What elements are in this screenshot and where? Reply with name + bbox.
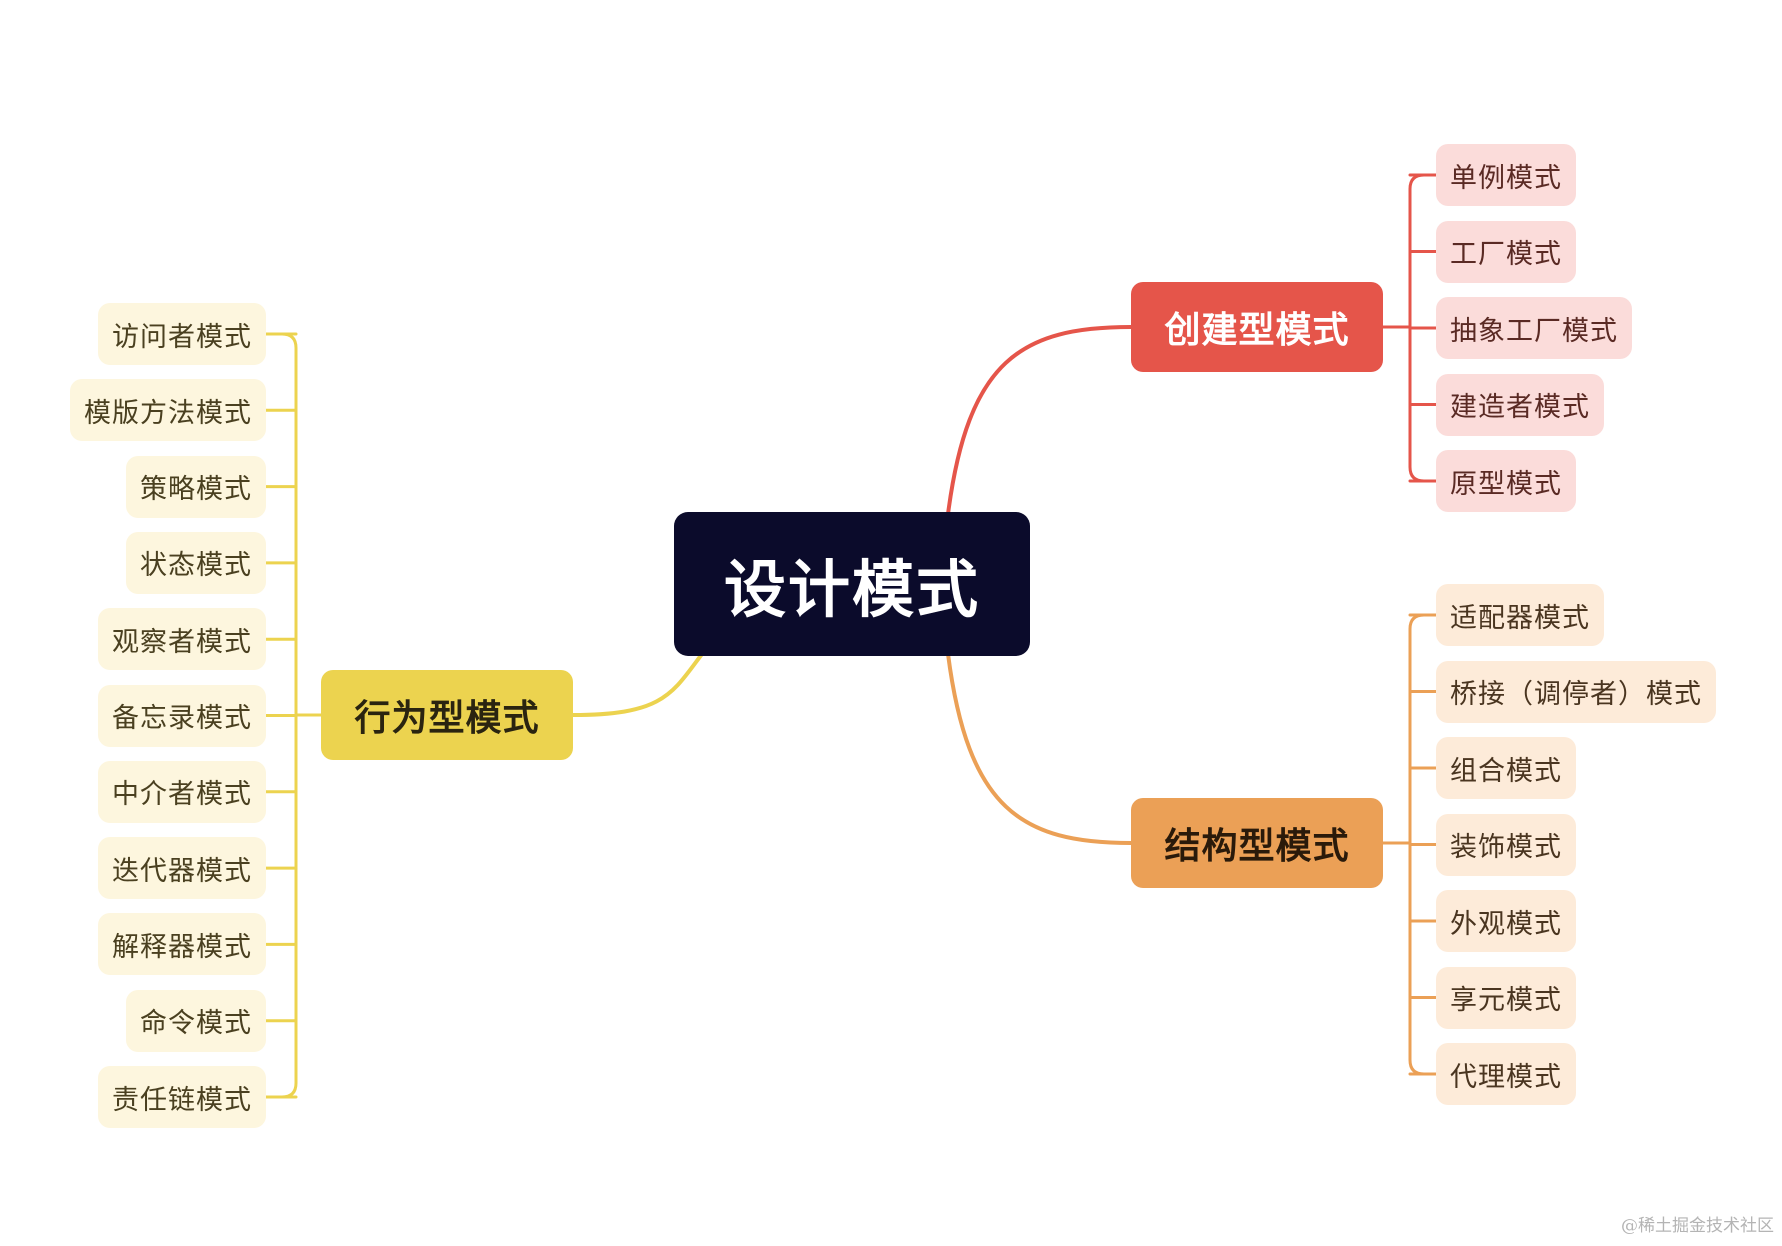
leaf-node[interactable]: 代理模式: [1436, 1043, 1576, 1105]
leaf-node[interactable]: 状态模式: [126, 531, 266, 594]
leaf-node[interactable]: 策略模式: [126, 455, 266, 518]
leaf-node[interactable]: 访问者模式: [98, 303, 266, 365]
leaf-node[interactable]: 模版方法模式: [70, 379, 266, 442]
leaf-node[interactable]: 原型模式: [1436, 450, 1576, 512]
branch-node-creational[interactable]: 创建型模式: [1131, 282, 1383, 372]
leaf-node[interactable]: 工厂模式: [1436, 220, 1576, 283]
root-node[interactable]: 设计模式: [674, 512, 1030, 656]
watermark: @稀土掘金技术社区: [1621, 1216, 1774, 1236]
leaf-node[interactable]: 责任链模式: [98, 1066, 266, 1128]
leaf-node[interactable]: 桥接（调停者）模式: [1436, 660, 1716, 723]
branch-node-behavioral[interactable]: 行为型模式: [321, 670, 573, 760]
leaf-node[interactable]: 命令模式: [126, 989, 266, 1052]
leaf-node[interactable]: 观察者模式: [98, 608, 266, 671]
leaf-node[interactable]: 组合模式: [1436, 737, 1576, 799]
connector-root-behavioral: [571, 652, 704, 717]
leaf-node[interactable]: 解释器模式: [98, 913, 266, 976]
leaf-node[interactable]: 备忘录模式: [98, 684, 266, 747]
leaf-node[interactable]: 建造者模式: [1436, 373, 1604, 436]
leaf-node[interactable]: 单例模式: [1436, 144, 1576, 206]
connector-root-structural: [946, 652, 1133, 845]
leaf-node[interactable]: 外观模式: [1436, 890, 1576, 952]
leaf-node[interactable]: 中介者模式: [98, 760, 266, 823]
leaf-node[interactable]: 享元模式: [1436, 966, 1576, 1029]
connector-root-creational: [946, 325, 1133, 516]
leaf-node[interactable]: 抽象工厂模式: [1436, 297, 1632, 359]
leaf-node[interactable]: 迭代器模式: [98, 837, 266, 900]
branch-node-structural[interactable]: 结构型模式: [1131, 798, 1383, 888]
leaf-node[interactable]: 装饰模式: [1436, 813, 1576, 876]
leaf-node[interactable]: 适配器模式: [1436, 584, 1604, 646]
